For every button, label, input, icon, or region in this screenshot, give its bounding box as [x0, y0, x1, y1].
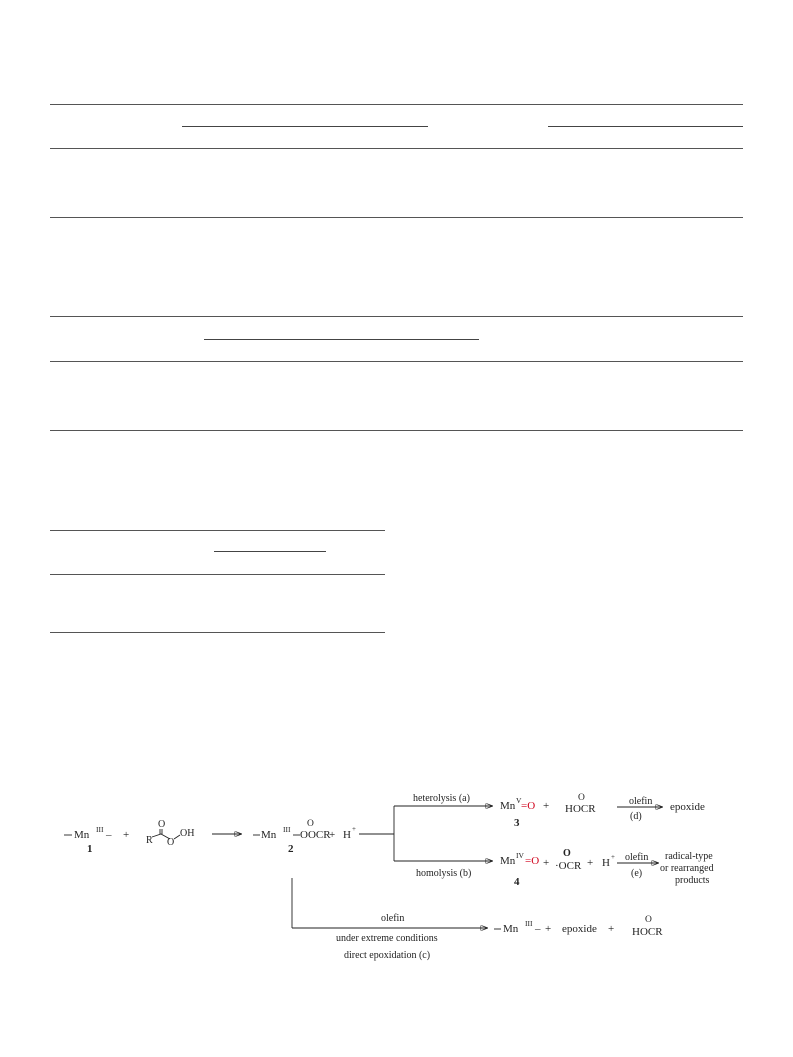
plus-3: + [543, 800, 549, 812]
proton: H [343, 829, 351, 841]
homolysis-label: homolysis (b) [416, 868, 471, 879]
products-e-line-1: radical-type [665, 851, 713, 862]
table-1-bottom-rule [50, 217, 743, 218]
plus-5: + [587, 857, 593, 869]
mn-iv-oxo: =O [525, 855, 539, 867]
proton-2: H [602, 857, 610, 869]
table-1-span-rule-left [182, 126, 428, 127]
table-2-bottom-rule [50, 430, 743, 431]
conditions-c-label: under extreme conditions [336, 933, 438, 944]
step-e-label: (e) [631, 868, 642, 879]
radical-carbonyl-o: O [563, 848, 571, 859]
mn-iii-reactant: Mn [74, 829, 90, 841]
step-d-label: (d) [630, 811, 642, 822]
products-e-line-2: or rearranged [660, 863, 714, 874]
carboxylic-acid-c: HOCR [632, 926, 663, 938]
plus-1: + [123, 829, 129, 841]
table-1-header-rule [50, 148, 743, 149]
epoxide-product-d: epoxide [670, 801, 705, 813]
table-1-span-rule-right [548, 126, 743, 127]
table-3-header-rule [50, 574, 385, 575]
mn-intermediate-ox: III [283, 825, 291, 834]
compound-label-4: 4 [514, 876, 520, 888]
peracid-oo-bond [173, 834, 181, 840]
carboxylic-acid: HOCR [565, 803, 596, 815]
mn-iii-product-ox: III [525, 919, 533, 928]
peracid-carbonyl-o: O [158, 819, 165, 830]
proton-charge: + [352, 825, 356, 833]
table-1-top-rule [50, 104, 743, 105]
mn-iii-reactant-ox: III [96, 825, 104, 834]
plus-4: + [543, 857, 549, 869]
olefin-e-label: olefin [625, 852, 648, 863]
plus-2: + [329, 829, 335, 841]
peracid-o: O [167, 837, 174, 848]
plus-7: + [608, 923, 614, 935]
mn-iii-reactant-dash: – [105, 829, 112, 841]
table-3-span-rule [214, 551, 326, 552]
peroxo-carbonyl-o: O [307, 819, 314, 829]
epoxide-product-c: epoxide [562, 923, 597, 935]
step-c-label: direct epoxidation (c) [344, 950, 430, 961]
heterolysis-label: heterolysis (a) [413, 793, 470, 804]
mn-v: Mn [500, 800, 516, 812]
mn-iii-product: Mn [503, 923, 519, 935]
peracid-oh: OH [180, 828, 194, 839]
table-3-top-rule [50, 530, 385, 531]
plus-6: + [545, 923, 551, 935]
proton-2-charge: + [611, 853, 615, 861]
mn-v-ox: V [516, 796, 522, 805]
acid-carbonyl-o: O [578, 793, 585, 803]
products-e-line-3: products [675, 875, 710, 886]
table-2-top-rule [50, 316, 743, 317]
peracid-r: R [146, 835, 153, 846]
peroxo-ligand: OOCR [300, 829, 331, 841]
olefin-d-label: olefin [629, 796, 652, 807]
compound-label-1: 1 [87, 843, 93, 855]
mn-intermediate: Mn [261, 829, 277, 841]
olefin-c-label: olefin [381, 913, 404, 924]
mn-v-oxo: =O [521, 800, 535, 812]
mn-iii-product-dash: – [534, 923, 541, 935]
table-2-header-rule [50, 361, 743, 362]
carboxyl-radical: ·OCR [555, 860, 582, 872]
mn-iv: Mn [500, 855, 516, 867]
peracid-skeleton-a [151, 833, 171, 840]
compound-label-3: 3 [514, 817, 520, 829]
compound-label-2: 2 [288, 843, 294, 855]
mn-iv-ox: IV [516, 851, 524, 860]
table-2-span-rule [204, 339, 479, 340]
acid-c-carbonyl-o: O [645, 915, 652, 925]
table-3-bottom-rule [50, 632, 385, 633]
